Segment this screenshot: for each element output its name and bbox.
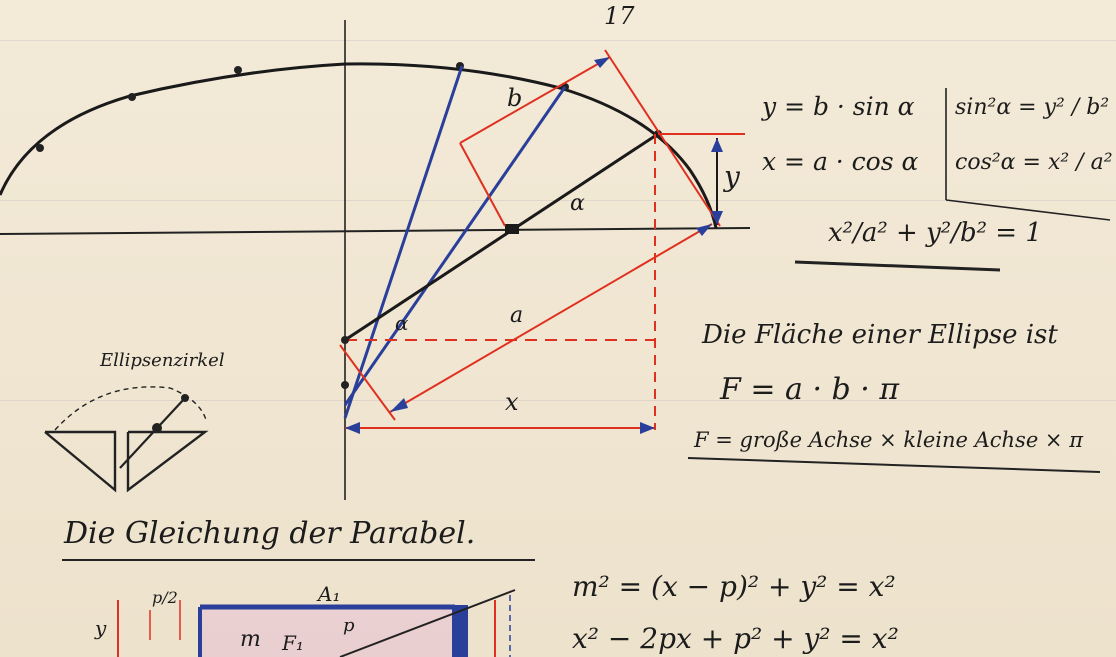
parabola-blue-bar xyxy=(452,605,468,657)
parabola-equation-2: x² − 2px + p² + y² = x² xyxy=(572,622,899,655)
label-x: x xyxy=(505,388,519,416)
compass-right-frame xyxy=(126,430,209,493)
compass-left-frame xyxy=(44,430,117,493)
ellipse-curve xyxy=(0,62,718,229)
blue-construction-line xyxy=(343,86,567,406)
equation-sin-squared: sin²α = y² / b² xyxy=(955,95,1110,120)
ellipse-equation-underline xyxy=(794,260,1001,272)
red-guide-line xyxy=(604,49,721,227)
label-p-half: p/2 xyxy=(152,588,178,607)
area-sentence: Die Fläche einer Ellipse ist xyxy=(702,320,1058,350)
arrowhead xyxy=(594,57,610,68)
compass-arc xyxy=(54,386,207,431)
ruling-line xyxy=(0,400,1116,401)
arrowhead xyxy=(345,422,360,434)
label-F1: F₁ xyxy=(281,631,304,655)
area-words-underline xyxy=(687,457,1101,473)
axis-point xyxy=(341,336,349,344)
red-b-perp xyxy=(459,142,506,227)
label-b: b xyxy=(507,84,522,112)
arrowhead xyxy=(640,422,655,434)
equation-x-param: x = a · cos α xyxy=(762,147,919,176)
axis-point xyxy=(341,381,349,389)
blue-construction-line xyxy=(343,65,464,419)
ellipse-point xyxy=(128,93,136,101)
ellipse-point xyxy=(36,144,44,152)
arrowhead xyxy=(696,224,712,236)
equation-cos-squared: cos²α = x² / a² xyxy=(955,150,1113,175)
parabola-equation-1: m² = (x − p)² + y² = x² xyxy=(572,570,896,603)
red-a-line xyxy=(389,223,713,413)
center-mark xyxy=(505,224,519,234)
compass-label: Ellipsenzirkel xyxy=(100,350,225,371)
parabola-hatched-area xyxy=(200,607,455,657)
page-number: 17 xyxy=(604,2,635,30)
label-p: p xyxy=(343,615,355,636)
label-A1: A₁ xyxy=(316,582,340,606)
parabola-heading: Die Gleichung der Parabel. xyxy=(64,516,476,551)
arrowhead xyxy=(711,138,723,152)
label-alpha-upper: α xyxy=(570,191,585,216)
label-m: m xyxy=(240,627,261,652)
label-y: y xyxy=(722,160,741,193)
arrowhead xyxy=(390,398,408,412)
radius-line xyxy=(344,132,659,342)
arrowhead xyxy=(711,211,723,225)
compass-arm xyxy=(119,397,186,469)
parabola-slant-line xyxy=(339,589,516,657)
major-axis xyxy=(0,227,751,235)
compass-point xyxy=(181,394,189,402)
compass-pivot xyxy=(152,423,162,433)
label-a: a xyxy=(510,303,523,328)
ellipse-equation: x²/a² + y²/b² = 1 xyxy=(828,218,1042,248)
label-alpha-lower: α xyxy=(395,311,409,335)
ruling-line xyxy=(0,40,1116,41)
equation-box-bottom xyxy=(945,199,1111,221)
label-parabola-y: y xyxy=(94,616,107,640)
area-words: F = große Achse × kleine Achse × π xyxy=(694,428,1083,452)
ellipse-point xyxy=(234,66,242,74)
red-b-line xyxy=(459,56,611,144)
red-short-line xyxy=(339,344,396,421)
equation-y-param: y = b · sin α xyxy=(762,92,915,121)
area-formula: F = a · b · π xyxy=(720,372,900,407)
